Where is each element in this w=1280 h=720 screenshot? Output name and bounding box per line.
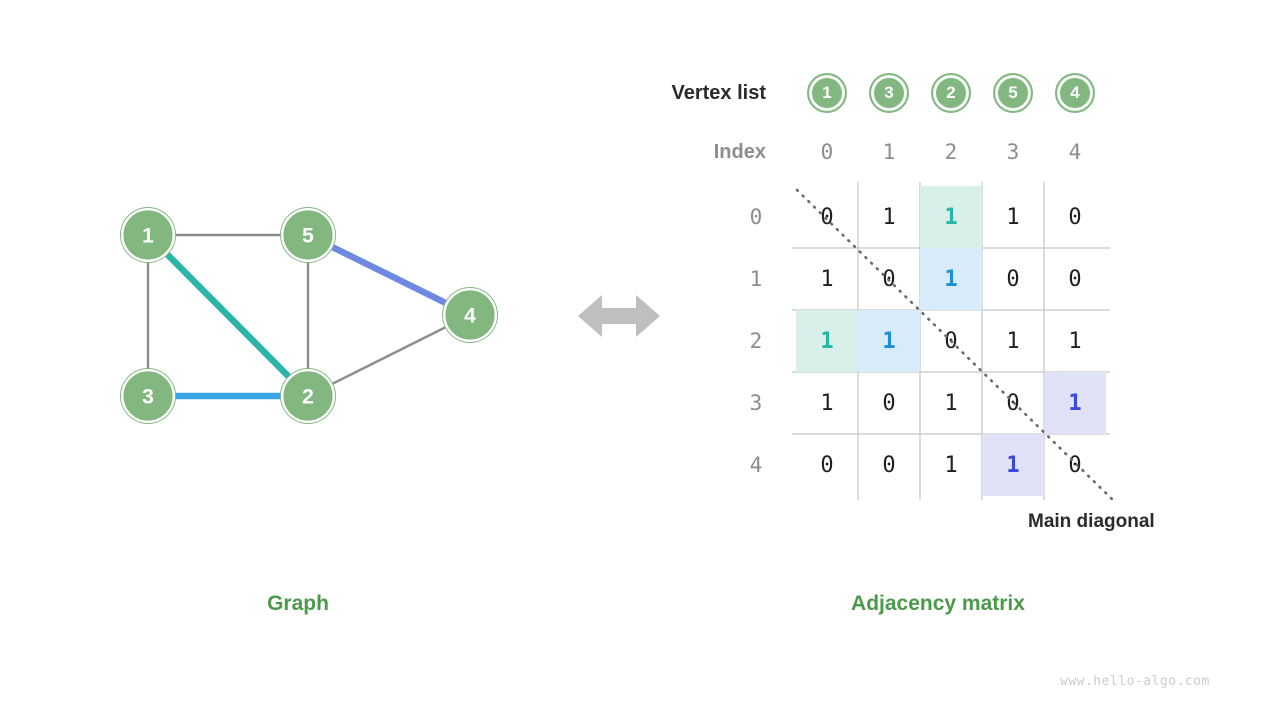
watermark: www.hello-algo.com — [1060, 674, 1210, 689]
vertex-chip-label: 3 — [884, 83, 894, 102]
matrix-cell-4-2[interactable]: 1 — [944, 452, 958, 478]
node-white-ring — [281, 207, 336, 262]
graph-node-4[interactable]: 4 — [442, 287, 498, 343]
matrix-cell-3-3[interactable]: 0 — [1006, 390, 1020, 416]
node-white-ring — [120, 369, 175, 424]
vertex-chip-ring — [1059, 77, 1091, 109]
matrix-cell-4-1[interactable]: 0 — [882, 452, 896, 478]
row-index-1: 1 — [749, 267, 763, 291]
graph-node-3[interactable]: 3 — [120, 368, 176, 424]
matrix-cell-4-3[interactable]: 1 — [982, 434, 1044, 496]
column-index-3: 3 — [1006, 140, 1020, 164]
matrix-cell-1-3[interactable]: 0 — [1006, 266, 1020, 292]
caption-matrix: Adjacency matrix — [851, 592, 1025, 615]
matrix-cell-2-3[interactable]: 1 — [1006, 328, 1020, 354]
matrix-cell-3-4[interactable]: 1 — [1044, 372, 1106, 434]
graph-node-label-1: 1 — [142, 225, 154, 248]
vertex-chip-4[interactable]: 4 — [1055, 73, 1095, 113]
main-diagonal-label: Main diagonal — [1028, 511, 1155, 532]
row-index-3: 3 — [749, 391, 763, 415]
matrix-cell-0-2[interactable]: 1 — [920, 186, 982, 248]
matrix-cell-4-4[interactable]: 0 — [1068, 452, 1082, 478]
bidirectional-arrow — [578, 292, 660, 340]
vertex-chip-label: 4 — [1070, 83, 1080, 102]
graph-panel: 1 5 3 2 4 — [0, 0, 560, 720]
vertex-chip-2[interactable]: 2 — [931, 73, 971, 113]
matrix-cell-0-3[interactable]: 1 — [1006, 204, 1020, 230]
vertex-chip-ring — [935, 77, 967, 109]
vertex-chip-1[interactable]: 1 — [807, 73, 847, 113]
node-white-ring — [281, 369, 336, 424]
graph-node-2[interactable]: 2 — [280, 368, 336, 424]
node-fill — [124, 372, 172, 420]
vertex-list-label: Vertex list — [671, 82, 766, 104]
node-fill — [446, 291, 494, 339]
matrix-cell-2-1[interactable]: 1 — [858, 310, 920, 372]
edge-1-2 — [145, 232, 311, 399]
matrix-cell-2-4[interactable]: 1 — [1068, 328, 1082, 354]
matrix-cell-3-1[interactable]: 0 — [882, 390, 896, 416]
column-index-0: 0 — [820, 140, 834, 164]
graph-node-label-3: 3 — [142, 386, 154, 409]
node-white-ring — [120, 207, 175, 262]
row-index-4: 4 — [749, 453, 763, 477]
matrix-cell-3-2[interactable]: 1 — [944, 390, 958, 416]
row-index-2: 2 — [749, 329, 763, 353]
vertex-chip-label: 5 — [1008, 83, 1018, 102]
graph-node-1[interactable]: 1 — [120, 207, 176, 263]
edge-5-4 — [306, 232, 472, 318]
matrix-cell-4-0[interactable]: 0 — [820, 452, 834, 478]
vertex-chip-ring — [811, 77, 843, 109]
node-fill — [124, 211, 172, 259]
matrix-cell-0-0[interactable]: 0 — [820, 204, 834, 230]
graph-node-label-4: 4 — [464, 305, 476, 328]
column-index-2: 2 — [944, 140, 958, 164]
matrix-cell-0-1[interactable]: 1 — [882, 204, 896, 230]
index-label: Index — [713, 141, 766, 163]
vertex-chip-ring — [997, 77, 1029, 109]
vertex-chip-5[interactable]: 5 — [993, 73, 1033, 113]
vertex-chip-3[interactable]: 3 — [869, 73, 909, 113]
matrix-cell-1-1[interactable]: 0 — [882, 266, 896, 292]
graph-node-label-5: 5 — [302, 225, 314, 248]
matrix-cell-3-0[interactable]: 1 — [820, 390, 834, 416]
graph-svg: 1 5 3 2 4 — [120, 207, 498, 424]
vertex-chip-label: 1 — [822, 83, 832, 102]
edge-2-4 — [307, 313, 471, 398]
graph-node-5[interactable]: 5 — [280, 207, 336, 263]
node-fill — [284, 372, 332, 420]
matrix-cell-2-0[interactable]: 1 — [796, 310, 858, 372]
column-index-4: 4 — [1068, 140, 1082, 164]
bidirectional-arrow-icon — [578, 295, 660, 337]
vertex-chip-label: 2 — [946, 83, 956, 102]
matrix-cell-2-2[interactable]: 0 — [944, 328, 958, 354]
node-white-ring — [443, 288, 498, 343]
vertex-chip-ring — [873, 77, 905, 109]
node-fill — [284, 211, 332, 259]
row-index-0: 0 — [749, 205, 763, 229]
matrix-cell-1-0[interactable]: 1 — [820, 266, 834, 292]
matrix-cell-1-4[interactable]: 0 — [1068, 266, 1082, 292]
matrix-cell-0-4[interactable]: 0 — [1068, 204, 1082, 230]
graph-node-label-2: 2 — [302, 386, 314, 409]
caption-graph: Graph — [267, 592, 329, 615]
column-index-1: 1 — [882, 140, 896, 164]
matrix-cell-1-2[interactable]: 1 — [920, 248, 982, 310]
